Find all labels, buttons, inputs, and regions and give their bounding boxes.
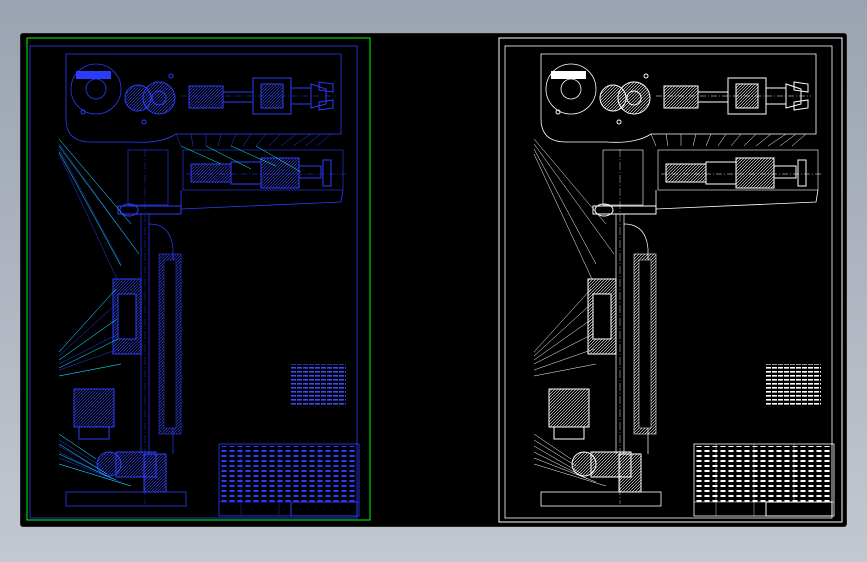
sheet-mono-view[interactable] — [498, 37, 843, 523]
sheet-geometry — [504, 45, 835, 519]
sheet-color-view[interactable] — [26, 37, 371, 521]
drawing-canvas[interactable] — [21, 34, 846, 526]
sheet-geometry — [29, 45, 360, 519]
cad-viewport[interactable] — [21, 34, 846, 526]
